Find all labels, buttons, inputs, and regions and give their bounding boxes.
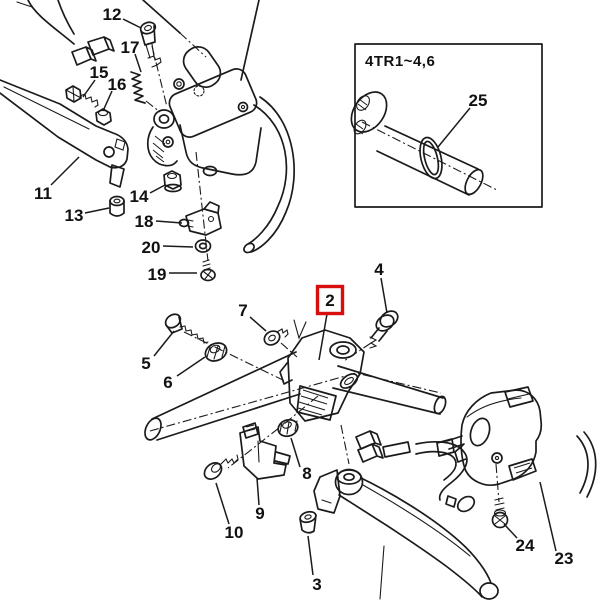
highlight-box-part-2 xyxy=(315,284,345,316)
callout-label-25: 25 xyxy=(469,91,488,110)
callout-label-15: 15 xyxy=(90,63,109,82)
screw-24 xyxy=(491,497,509,529)
callout-label-13: 13 xyxy=(65,206,84,225)
brake-lever xyxy=(0,79,129,188)
bolt-12 xyxy=(139,21,168,108)
clutch-cable xyxy=(355,430,476,513)
callout-leader-18 xyxy=(155,220,183,224)
inset-box: 4TR1~4,6 xyxy=(350,43,543,208)
callout-label-23: 23 xyxy=(555,549,574,568)
callout-label-11: 11 xyxy=(34,184,52,203)
callout-16: 16 xyxy=(102,75,127,112)
callout-leader-23 xyxy=(539,481,557,552)
callout-5: 5 xyxy=(141,330,175,373)
callout-leader-16 xyxy=(102,90,113,112)
bolt-15 xyxy=(65,85,99,108)
callout-label-12: 12 xyxy=(103,5,122,24)
callout-15: 15 xyxy=(82,63,109,98)
callout-leader-9 xyxy=(256,477,260,506)
lever-holder-part-2 xyxy=(279,319,365,465)
bushing-13 xyxy=(109,195,125,217)
callout-label-19: 19 xyxy=(148,265,167,284)
screw-7 xyxy=(263,328,298,358)
callout-9: 9 xyxy=(255,477,265,523)
nut-8 xyxy=(277,418,299,438)
callout-label-10: 10 xyxy=(225,523,244,542)
callout-leader-20 xyxy=(162,245,194,248)
callout-label-16: 16 xyxy=(108,75,127,94)
callout-label-20: 20 xyxy=(142,238,161,257)
callout-25: 25 xyxy=(437,91,488,148)
callout-17: 17 xyxy=(121,38,142,73)
nut-14 xyxy=(163,170,182,193)
callout-label-5: 5 xyxy=(141,354,150,373)
callout-leader-12 xyxy=(122,18,142,29)
callout-10: 10 xyxy=(215,482,244,542)
callout-leader-13 xyxy=(84,207,110,214)
inset-caption: 4TR1~4,6 xyxy=(365,53,435,70)
callout-leader-5 xyxy=(153,330,175,357)
callout-4: 4 xyxy=(374,260,388,314)
callout-7: 7 xyxy=(238,301,267,332)
spring-17 xyxy=(130,71,161,113)
wires-and-connectors xyxy=(16,0,115,66)
callout-leader-7 xyxy=(249,316,267,332)
callout-leader-6 xyxy=(176,356,206,377)
callout-6: 6 xyxy=(163,356,206,392)
callout-24: 24 xyxy=(503,523,535,555)
callout-14: 14 xyxy=(130,184,166,206)
brake-switch-18 xyxy=(178,201,222,236)
callout-leader-15 xyxy=(82,79,96,98)
bolt-5 xyxy=(164,313,290,384)
bushing-3 xyxy=(299,510,317,534)
callout-leader-10 xyxy=(215,482,230,525)
switch-housing-23 xyxy=(436,386,543,503)
callout-leader-4 xyxy=(380,277,388,314)
callout-label-7: 7 xyxy=(238,301,247,320)
callout-leader-8 xyxy=(290,437,301,468)
callout-8: 8 xyxy=(290,437,312,483)
nut-6 xyxy=(204,342,228,362)
callout-23: 23 xyxy=(539,481,574,568)
callout-leader-25 xyxy=(437,107,471,148)
callout-leader-14 xyxy=(149,184,166,194)
callout-2: 2 xyxy=(315,284,345,361)
callout-label-9: 9 xyxy=(255,504,264,523)
callout-label-17: 17 xyxy=(121,38,140,57)
callout-label-4: 4 xyxy=(374,260,384,279)
callout-label-2: 2 xyxy=(325,291,334,310)
callout-label-8: 8 xyxy=(302,464,311,483)
callout-leader-24 xyxy=(503,523,518,539)
callout-leader-17 xyxy=(134,53,142,73)
callout-13: 13 xyxy=(65,206,110,225)
handlebar xyxy=(144,351,447,441)
callout-18: 18 xyxy=(135,212,183,231)
callout-leader-3 xyxy=(307,535,314,576)
callout-leader-11 xyxy=(50,156,80,186)
callout-label-6: 6 xyxy=(163,373,172,392)
callout-11: 11 xyxy=(34,156,80,203)
callout-label-14: 14 xyxy=(130,187,149,206)
callout-label-3: 3 xyxy=(312,575,321,594)
callout-label-18: 18 xyxy=(135,212,154,231)
master-cylinder xyxy=(142,0,295,262)
callout-leader-2 xyxy=(318,313,328,361)
clutch-lever xyxy=(313,468,499,600)
screw-10 xyxy=(203,454,239,480)
callout-12: 12 xyxy=(103,5,142,29)
callout-3: 3 xyxy=(307,535,322,594)
screw-19 xyxy=(200,259,216,282)
bolt-4 xyxy=(343,310,399,362)
clutch-switch-9 xyxy=(227,395,319,480)
callout-20: 20 xyxy=(142,238,194,257)
callout-label-24: 24 xyxy=(516,536,535,555)
nut-16 xyxy=(95,108,112,126)
callout-19: 19 xyxy=(148,265,197,284)
washer-20 xyxy=(194,239,212,253)
right-cable xyxy=(576,431,597,498)
